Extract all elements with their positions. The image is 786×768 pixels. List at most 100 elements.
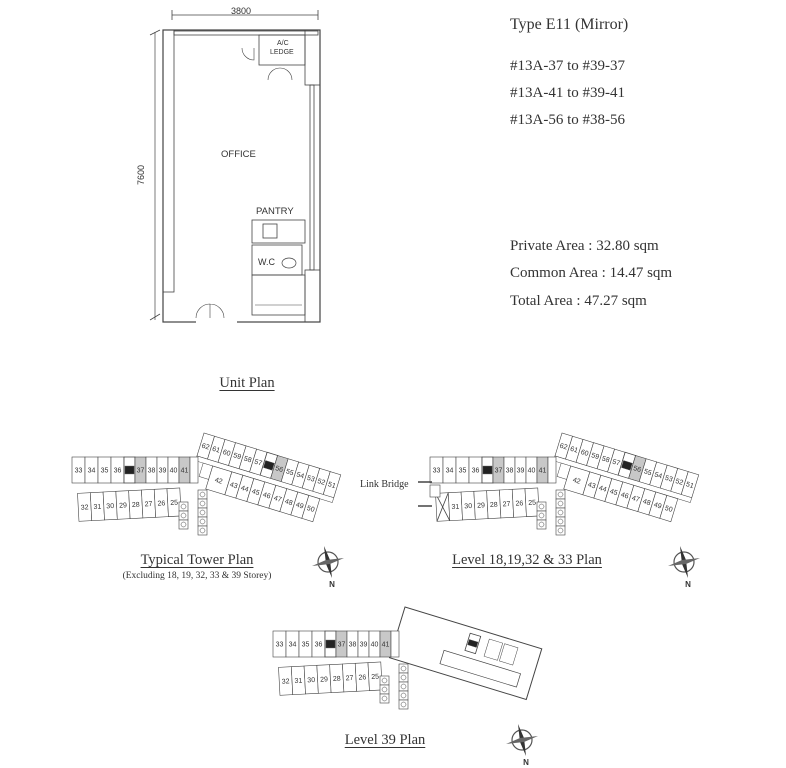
unit-number: 27: [346, 675, 354, 682]
unit-number: 39: [159, 468, 167, 475]
unit-number: 42: [214, 477, 224, 486]
room-label-wc: W.C: [258, 257, 275, 267]
lift-core-dark: [124, 465, 135, 475]
lift-symbol: [557, 500, 564, 507]
unit-number: 50: [664, 505, 674, 514]
compass-ring: [673, 551, 695, 573]
lift-symbol: [180, 521, 187, 528]
level39-right-wing: [388, 606, 543, 701]
unit-number: 46: [262, 492, 272, 501]
compass-needle: [506, 736, 538, 744]
total-area: Total Area : 47.27 sqm: [510, 293, 647, 309]
unit-number: 59: [590, 452, 600, 461]
unit-number: 45: [251, 488, 261, 497]
unit-number: 26: [358, 674, 366, 681]
unit-range-1: #13A-37 to #39-37: [510, 58, 625, 74]
unit-number: 41: [539, 468, 547, 475]
unit-number: 34: [289, 642, 297, 649]
unit-number: 57: [611, 459, 621, 468]
lift-symbol: [400, 683, 407, 690]
unit-50: [659, 495, 679, 523]
column-bottom-right: [304, 269, 321, 323]
compass-needle: [312, 558, 344, 566]
unit-number: 41: [181, 468, 189, 475]
shower-area: [251, 274, 306, 316]
lift-box: [398, 690, 409, 701]
level18-plan-caption: Level 18,19,32 & 33 Plan: [452, 552, 602, 568]
lift-symbol: [199, 527, 206, 534]
lift-symbol: [557, 491, 564, 498]
unit-number: 51: [685, 481, 695, 490]
corridor-end: [189, 456, 199, 484]
room: [483, 638, 504, 661]
window-strip: [173, 30, 319, 36]
lift-box: [197, 498, 208, 509]
lift-symbol: [199, 491, 206, 498]
unit-number: 28: [132, 502, 140, 509]
lift-box: [178, 510, 189, 521]
unit-number: 58: [601, 455, 611, 464]
lift-symbol: [538, 521, 545, 528]
sink-icon: [262, 223, 278, 239]
lift-symbol: [180, 512, 187, 519]
compass-north-icon: N: [668, 546, 700, 589]
unit-number: 34: [446, 468, 454, 475]
lift-box: [555, 489, 566, 500]
lift-symbol: [557, 509, 564, 516]
pool: [439, 649, 521, 688]
unit-number: 43: [229, 481, 239, 490]
unit-number: 28: [490, 502, 498, 509]
toilet-icon: [281, 257, 297, 269]
unit-number: 39: [517, 468, 525, 475]
lift-box: [178, 519, 189, 530]
unit-number: 48: [642, 498, 652, 507]
unit-number: 53: [664, 475, 674, 484]
pantry-counter: [251, 219, 306, 244]
lift-box: [379, 684, 390, 695]
compass-north-label: N: [329, 580, 335, 589]
lift-box: [398, 672, 409, 683]
unit-number: 33: [276, 642, 284, 649]
common-area: Common Area : 14.47 sqm: [510, 265, 673, 281]
unit-number: 45: [609, 488, 619, 497]
unit-number: 25: [170, 500, 178, 507]
unit-number: 29: [477, 502, 485, 509]
bridge-stair: [429, 484, 441, 498]
unit-range-3: #13A-56 to #38-56: [510, 112, 625, 128]
unit-number: 52: [316, 478, 326, 487]
lift-box: [379, 675, 390, 686]
lift-box: [197, 516, 208, 527]
dim-tick: [149, 313, 161, 321]
unit-number: 35: [459, 468, 467, 475]
unit-number: 35: [101, 468, 109, 475]
corridor-end: [390, 630, 400, 658]
unit-number: 61: [211, 446, 221, 455]
unit-number: 51: [327, 481, 337, 490]
unit-number: 43: [587, 481, 597, 490]
unit-number: 60: [580, 449, 590, 458]
compass-north-label: N: [685, 580, 691, 589]
lift-symbol: [199, 509, 206, 516]
lift-core-dark: [482, 465, 493, 475]
unit-number: 55: [285, 468, 295, 477]
column-top-right: [304, 29, 321, 86]
unit-number: 46: [620, 492, 630, 501]
left-wall: [162, 29, 175, 293]
unit-number: 47: [273, 495, 283, 504]
lift-box: [197, 525, 208, 536]
corridor-end: [547, 456, 557, 484]
unit-number: 47: [631, 495, 641, 504]
lift-box: [379, 693, 390, 704]
height-dimension: 7600: [136, 164, 147, 186]
ac-ledge: [258, 34, 306, 66]
compass-north-label: N: [523, 758, 529, 767]
unit-number: 57: [253, 459, 263, 468]
unit-number: 34: [88, 468, 96, 475]
unit-number: 44: [598, 485, 608, 494]
unit-number: 27: [145, 501, 153, 508]
compass-needle: [668, 558, 700, 566]
unit-number: 31: [451, 504, 459, 511]
